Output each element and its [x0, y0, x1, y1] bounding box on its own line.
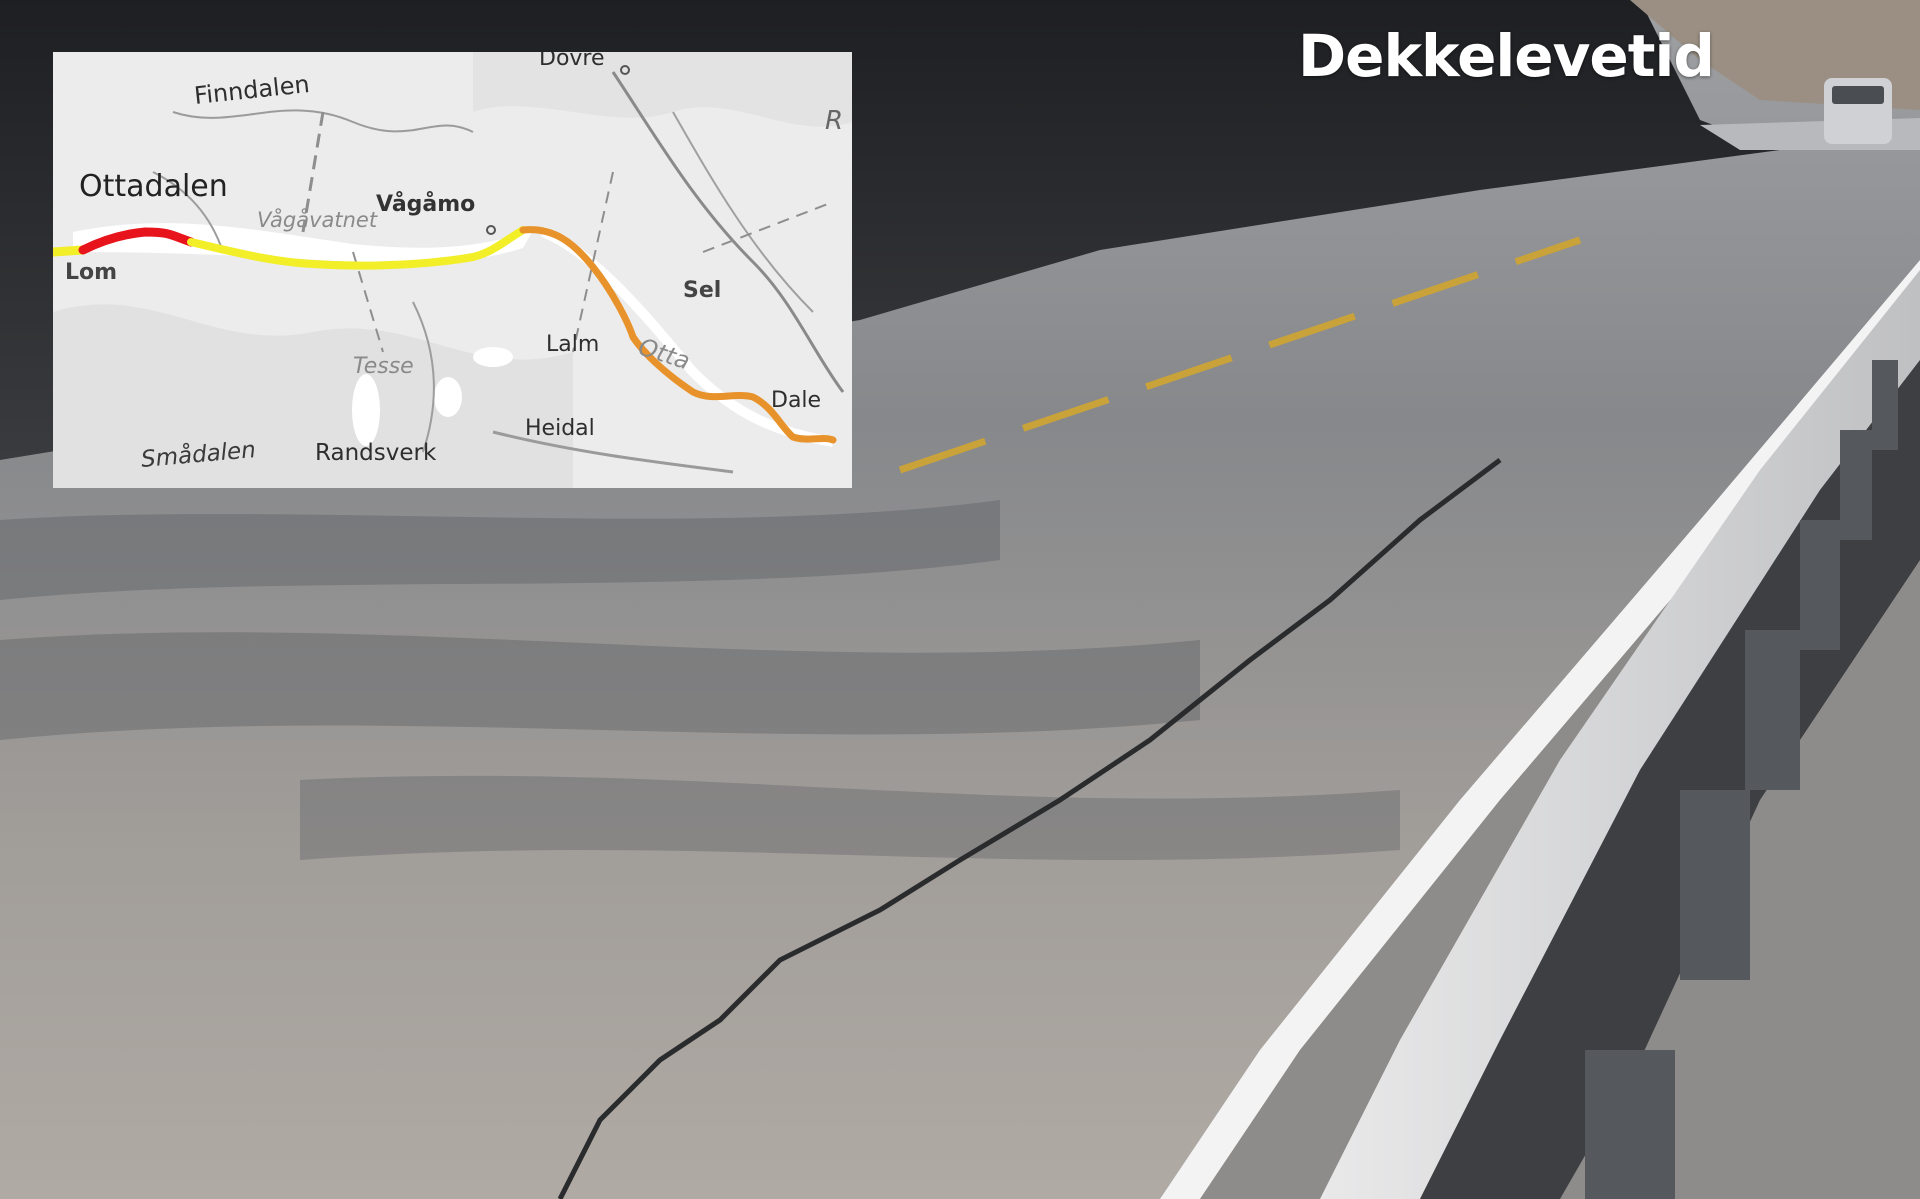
- guardrail-post: [1745, 630, 1800, 790]
- map-label-sel: Sel: [683, 278, 722, 303]
- road-crack: [557, 458, 1502, 1199]
- road-segment-yellow: [53, 245, 88, 257]
- map-inset: Dovre Finndalen Ottadalen Vågåmo Vågåvat…: [53, 52, 852, 488]
- tree-shadow-band: [300, 775, 1400, 860]
- guardrail-post: [1680, 790, 1750, 980]
- guardrail: [1320, 270, 1920, 1199]
- map-label-lalm: Lalm: [546, 332, 600, 357]
- lake-tesse: [352, 374, 380, 446]
- map-label-dovre: Dovre: [539, 52, 605, 71]
- guardrail-post: [1800, 520, 1840, 650]
- map-label-vagavatnet: Vågåvatnet: [257, 208, 378, 232]
- map-label-dale: Dale: [771, 388, 822, 413]
- tree-shadow-band: [0, 632, 1200, 740]
- guardrail-post: [1840, 430, 1872, 540]
- slide-title: Dekkelevetid: [1298, 22, 1715, 90]
- map-label-ottadalen: Ottadalen: [79, 169, 228, 204]
- lake-vagavatnet: [73, 223, 533, 264]
- white-edge-line: [1160, 260, 1920, 1199]
- road-segment-orange: [519, 226, 837, 444]
- tree-shadow-band: [0, 500, 1000, 600]
- map-label-vagamo: Vågåmo: [376, 192, 476, 217]
- yellow-centre-line: [898, 236, 1582, 474]
- map-label-edge-letter: R: [825, 106, 844, 136]
- map-label-heidal: Heidal: [525, 416, 595, 441]
- guardrail-post: [1872, 360, 1898, 450]
- map-label-randsverk: Randsverk: [315, 440, 437, 466]
- guardrail-shadow: [1420, 360, 1920, 1199]
- guardrail-post: [1585, 1050, 1675, 1199]
- car-windshield: [1832, 86, 1884, 104]
- map-label-tesse: Tesse: [353, 354, 414, 379]
- road-segment-red: [78, 227, 196, 255]
- map-terrain: [53, 52, 852, 488]
- road-segment-yellow: [187, 226, 527, 270]
- map-label-lom: Lom: [65, 260, 118, 285]
- town-marker-dovre: [620, 65, 630, 75]
- town-marker-vagamo: [486, 225, 496, 235]
